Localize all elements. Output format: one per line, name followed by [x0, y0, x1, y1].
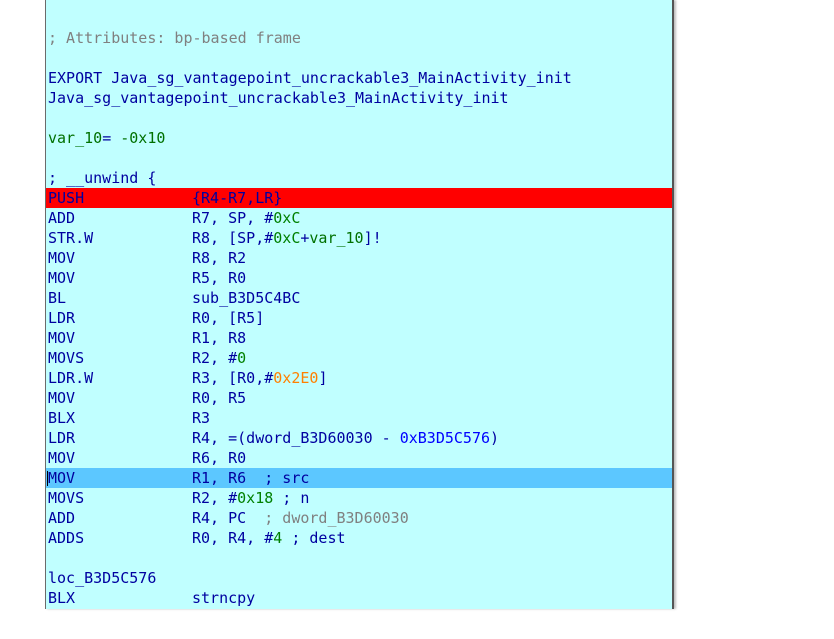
instruction-row-current[interactable]: MOV R1, R6 ; src — [46, 468, 672, 488]
var-name[interactable]: var_10 — [48, 129, 103, 147]
instruction-row[interactable]: LDR R4, =(dword_B3D60030 - 0xB3D5C576) — [46, 428, 672, 448]
operands: R8, [SP,#0xC+var_10]! — [192, 229, 382, 247]
instruction-row[interactable]: STR.W R8, [SP,#0xC+var_10]! — [46, 228, 672, 248]
call-target-link[interactable]: sub_B3D5C4BC — [192, 289, 301, 307]
operands: R7, SP, #0xC — [192, 209, 301, 227]
operands: R1, R8 — [192, 329, 247, 347]
instruction-row[interactable]: MOVS R2, #0 — [46, 348, 672, 368]
mnemonic: MOV — [48, 449, 76, 467]
mnemonic: STR.W — [48, 229, 94, 247]
mnemonic: LDR.W — [48, 369, 94, 387]
mnemonic: PUSH — [48, 189, 85, 207]
mnemonic: MOVS — [48, 349, 85, 367]
instruction-row[interactable]: MOV R8, R2 — [46, 248, 672, 268]
mnemonic: MOV — [48, 469, 76, 487]
instruction-row-breakpoint[interactable]: PUSH {R4-R7,LR} — [46, 188, 672, 208]
instruction-row[interactable]: BLX strncpy — [46, 588, 672, 608]
var-value: -0x10 — [120, 129, 166, 147]
instruction-row[interactable]: BL sub_B3D5C4BC — [46, 288, 672, 308]
instruction-row[interactable]: LDR.W R3, [R0,#0x2E0] — [46, 368, 672, 388]
operands: R1, R6 ; src — [192, 469, 310, 487]
operands: R0, [R5] — [192, 309, 265, 327]
attributes-comment: ; Attributes: bp-based frame — [48, 29, 301, 47]
instruction-row[interactable]: BLX R3 — [46, 408, 672, 428]
mnemonic: ADD — [48, 209, 76, 227]
function-name-label[interactable]: Java_sg_vantagepoint_uncrackable3_MainAc… — [48, 89, 509, 107]
operands: R6, R0 — [192, 449, 247, 467]
mnemonic: MOV — [48, 269, 76, 287]
operands: R0, R4, #4 ; dest — [192, 529, 346, 547]
mnemonic: BLX — [48, 409, 76, 427]
mnemonic: MOV — [48, 329, 76, 347]
loc-label[interactable]: loc_B3D5C576 — [48, 569, 157, 587]
mnemonic: ADDS — [48, 529, 85, 547]
instruction-row[interactable]: MOV R6, R0 — [46, 448, 672, 468]
mnemonic: BL — [48, 289, 67, 307]
instruction-row[interactable]: MOV R5, R0 — [46, 268, 672, 288]
operands: R8, R2 — [192, 249, 247, 267]
mnemonic: LDR — [48, 429, 76, 447]
operands: {R4-R7,LR} — [192, 189, 283, 207]
text-cursor — [47, 471, 48, 486]
mnemonic: MOV — [48, 389, 76, 407]
instruction-row[interactable]: MOVS R2, #0x18 ; n — [46, 488, 672, 508]
operands: R4, PC ; dword_B3D60030 — [192, 509, 409, 527]
mnemonic: LDR — [48, 309, 76, 327]
instruction-row[interactable]: MOV R1, R8 — [46, 328, 672, 348]
operands: R2, #0 — [192, 349, 247, 367]
mnemonic: MOV — [48, 249, 76, 267]
operands: R3 — [192, 409, 211, 427]
instruction-row[interactable]: MOV R0, R5 — [46, 388, 672, 408]
unwind-comment: ; __unwind { — [48, 169, 157, 187]
mnemonic: ADD — [48, 509, 76, 527]
instruction-row[interactable]: ADD R4, PC ; dword_B3D60030 — [46, 508, 672, 528]
var-declaration[interactable]: var_10= -0x10 — [48, 129, 166, 147]
call-target-link[interactable]: strncpy — [192, 589, 256, 607]
instruction-row[interactable]: LDR R0, [R5] — [46, 308, 672, 328]
mnemonic: BLX — [48, 589, 76, 607]
operands: R0, R5 — [192, 389, 247, 407]
disassembly-panel[interactable]: ; Attributes: bp-based frame EXPORT Java… — [45, 0, 674, 609]
export-line[interactable]: EXPORT Java_sg_vantagepoint_uncrackable3… — [48, 69, 572, 87]
mnemonic: MOVS — [48, 489, 85, 507]
instruction-row[interactable]: ADD R7, SP, #0xC — [46, 208, 672, 228]
operands: R3, [R0,#0x2E0] — [192, 369, 328, 387]
operands: R5, R0 — [192, 269, 247, 287]
operands: R2, #0x18 ; n — [192, 489, 310, 507]
instruction-row[interactable]: ADDS R0, R4, #4 ; dest — [46, 528, 672, 548]
operands: R4, =(dword_B3D60030 - 0xB3D5C576) — [192, 429, 500, 447]
